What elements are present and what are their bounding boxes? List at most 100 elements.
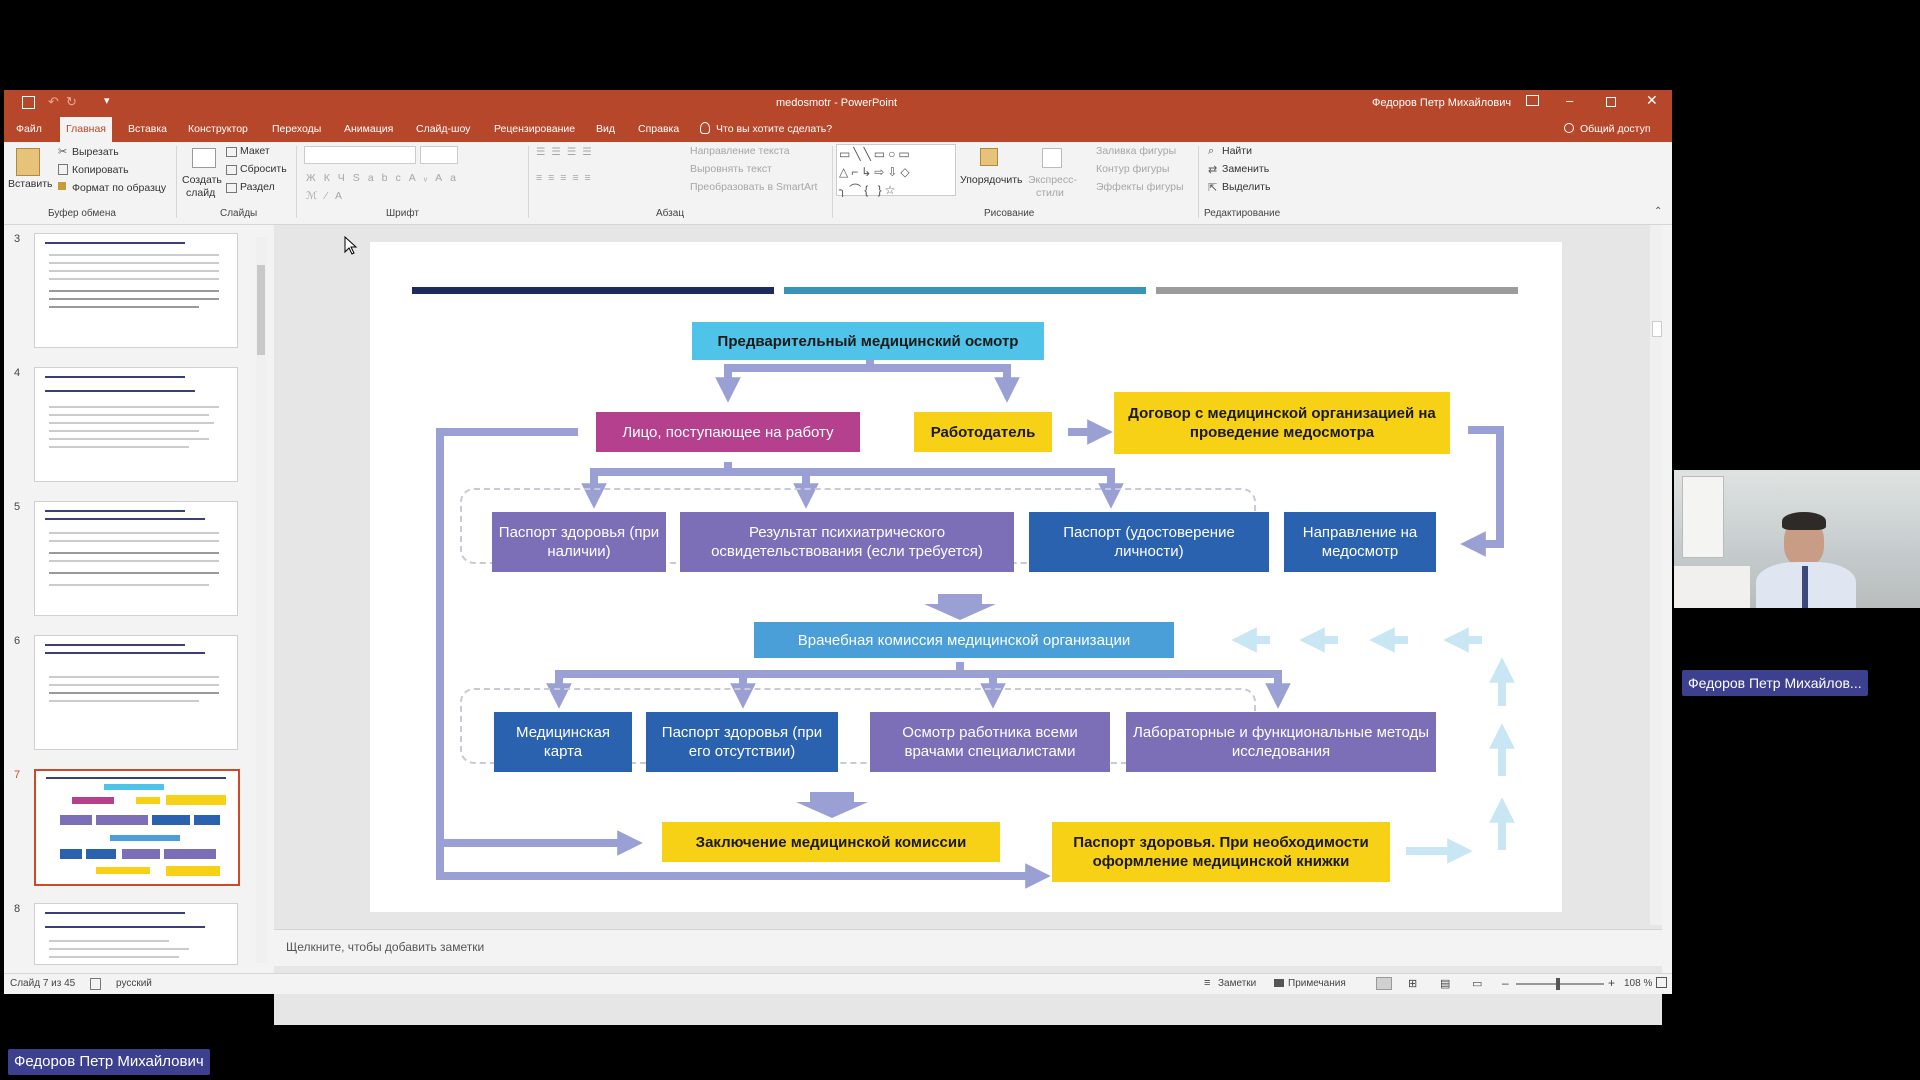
tab-slideshow[interactable]: Слайд-шоу: [416, 123, 471, 135]
powerpoint-window: ↶ ↻ ▾ medosmotr - PowerPoint Федоров Пет…: [4, 90, 1672, 1025]
copy-icon: [58, 164, 68, 175]
list-icons[interactable]: ☰☰☰☰: [536, 146, 598, 158]
user-name[interactable]: Федоров Петр Михайлович: [1372, 97, 1512, 109]
tab-animations[interactable]: Анимация: [344, 123, 394, 135]
paste-button[interactable]: Вставить: [8, 178, 53, 190]
shape-fill-button[interactable]: Заливка фигуры: [1096, 145, 1177, 157]
comments-toggle[interactable]: Примечания: [1288, 978, 1346, 989]
presenter-name-label: Федоров Петр Михайлович: [8, 1049, 210, 1075]
notes-toggle[interactable]: Заметки: [1218, 978, 1257, 989]
slide-canvas[interactable]: Предварительный медицинский осмотр Лицо,…: [370, 242, 1562, 912]
share-button[interactable]: Общий доступ: [1580, 123, 1651, 135]
font-format-icons[interactable]: ЖКЧSabcAᵥAa: [306, 172, 464, 184]
undo-icon[interactable]: ↶: [48, 94, 59, 109]
select-button[interactable]: Выделить: [1222, 181, 1271, 193]
replace-button[interactable]: Заменить: [1222, 163, 1270, 175]
minimize-icon[interactable]: –: [1566, 93, 1574, 108]
reset-button[interactable]: Сбросить: [240, 163, 287, 175]
tab-view[interactable]: Вид: [596, 123, 615, 135]
paste-icon[interactable]: [16, 148, 40, 176]
quick-styles-icon[interactable]: [1042, 148, 1062, 168]
text-direction-button[interactable]: Направление текста: [690, 145, 790, 157]
box-employer[interactable]: Работодатель: [914, 412, 1052, 452]
font-family-dropdown[interactable]: [304, 146, 416, 164]
flowchart-arrows: [412, 287, 1518, 889]
zoom-out-icon[interactable]: –: [1502, 976, 1509, 990]
slide-thumbnail[interactable]: [34, 903, 238, 965]
tab-design[interactable]: Конструктор: [188, 123, 248, 135]
box-med-card[interactable]: Медицинская карта: [494, 712, 632, 772]
reading-view-icon[interactable]: ▤: [1440, 978, 1451, 990]
align-icons[interactable]: ≡≡≡≡≡: [536, 172, 597, 184]
align-text-button[interactable]: Выровнять текст: [690, 163, 772, 175]
customize-qat-icon[interactable]: ▾: [104, 95, 110, 107]
new-slide-button-2[interactable]: слайд: [186, 187, 216, 199]
quick-styles-button-2[interactable]: стили: [1036, 187, 1064, 199]
box-contract[interactable]: Договор с медицинской организацией на пр…: [1114, 392, 1450, 454]
box-commission[interactable]: Врачебная комиссия медицинской организац…: [754, 622, 1174, 658]
tab-transitions[interactable]: Переходы: [272, 123, 322, 135]
box-applicant[interactable]: Лицо, поступающее на работу: [596, 412, 860, 452]
shape-outline-button[interactable]: Контур фигуры: [1096, 163, 1170, 175]
arrange-button[interactable]: Упорядочить: [960, 174, 1023, 186]
smartart-button[interactable]: Преобразовать в SmartArt: [690, 181, 818, 193]
language-indicator[interactable]: русский: [116, 978, 152, 989]
notes-pane[interactable]: Щелкните, чтобы добавить заметки: [274, 929, 1662, 966]
box-lab-methods[interactable]: Лабораторные и функциональные методы исс…: [1126, 712, 1436, 772]
slideshow-icon[interactable]: ▭: [1472, 978, 1483, 990]
zoom-level[interactable]: 108 %: [1624, 978, 1653, 989]
box-passport[interactable]: Паспорт (удостоверение личности): [1029, 512, 1269, 572]
new-slide-button[interactable]: Создать: [182, 174, 222, 186]
tab-insert[interactable]: Вставка: [128, 123, 168, 135]
slides-group-label: Слайды: [220, 208, 258, 219]
quick-styles-button[interactable]: Экспресс-: [1028, 174, 1077, 186]
arrange-icon[interactable]: [980, 148, 998, 166]
slide-sorter-icon[interactable]: ⊞: [1408, 978, 1418, 990]
shapes-gallery[interactable]: ▭╲╲▭○▭△⌐↳⇨⇩◇╮⌒{ }☆: [836, 144, 956, 197]
tab-review[interactable]: Рецензирование: [494, 123, 576, 135]
copy-button[interactable]: Копировать: [72, 164, 129, 176]
restore-icon[interactable]: [1606, 97, 1616, 107]
box-health-passport[interactable]: Паспорт здоровья (при наличии): [492, 512, 666, 572]
font-size-dropdown[interactable]: [420, 146, 458, 164]
section-button[interactable]: Раздел: [240, 181, 275, 193]
webcam-video: [1674, 470, 1920, 608]
zoom-in-icon[interactable]: +: [1608, 976, 1616, 990]
tab-file[interactable]: Файл: [16, 123, 42, 135]
box-psych-result[interactable]: Результат психиатрического освидетельств…: [680, 512, 1014, 572]
close-icon[interactable]: ✕: [1646, 92, 1658, 108]
normal-view-icon[interactable]: [1376, 977, 1392, 990]
zoom-slider[interactable]: [1516, 978, 1604, 990]
save-icon[interactable]: [22, 96, 35, 109]
tab-help[interactable]: Справка: [638, 123, 680, 135]
box-conclusion[interactable]: Заключение медицинской комиссии: [662, 822, 1000, 862]
find-button[interactable]: Найти: [1222, 145, 1252, 157]
fit-slide-icon[interactable]: [1656, 977, 1667, 988]
notes-placeholder[interactable]: Щелкните, чтобы добавить заметки: [286, 940, 485, 954]
new-slide-icon[interactable]: [192, 148, 216, 168]
format-painter-button[interactable]: Формат по образцу: [72, 182, 167, 194]
tell-me-search[interactable]: Что вы хотите сделать?: [716, 123, 833, 135]
collapse-ribbon-icon[interactable]: ⌃: [1654, 206, 1663, 217]
spellcheck-icon[interactable]: [90, 978, 101, 990]
tab-home[interactable]: Главная: [60, 117, 112, 142]
box-health-passport-new[interactable]: Паспорт здоровья (при его отсутствии): [646, 712, 838, 772]
slide-thumbnail[interactable]: [34, 635, 238, 750]
box-specialists[interactable]: Осмотр работника всеми врачами специалис…: [870, 712, 1110, 772]
layout-button[interactable]: Макет: [240, 145, 270, 157]
title-bar: ↶ ↻ ▾ medosmotr - PowerPoint Федоров Пет…: [4, 90, 1672, 117]
box-pre-exam[interactable]: Предварительный медицинский осмотр: [692, 322, 1044, 360]
font-color-icons[interactable]: ℳ⁄A: [306, 190, 350, 202]
slide-thumbnail[interactable]: [34, 233, 238, 348]
slide-thumbnail[interactable]: [34, 367, 238, 482]
slide-scrollbar[interactable]: [1650, 225, 1662, 925]
shape-effects-button[interactable]: Эффекты фигуры: [1096, 181, 1184, 193]
slide-thumbnail[interactable]: [34, 501, 238, 616]
cut-button[interactable]: Вырезать: [72, 146, 119, 158]
ribbon-display-icon[interactable]: [1526, 95, 1539, 106]
redo-icon[interactable]: ↻: [66, 94, 77, 109]
thumbnail-scrollbar[interactable]: [256, 237, 266, 963]
box-health-book[interactable]: Паспорт здоровья. При необходимости офор…: [1052, 822, 1390, 882]
box-referral[interactable]: Направление на медосмотр: [1284, 512, 1436, 572]
slide-thumbnail-selected[interactable]: [34, 769, 240, 886]
